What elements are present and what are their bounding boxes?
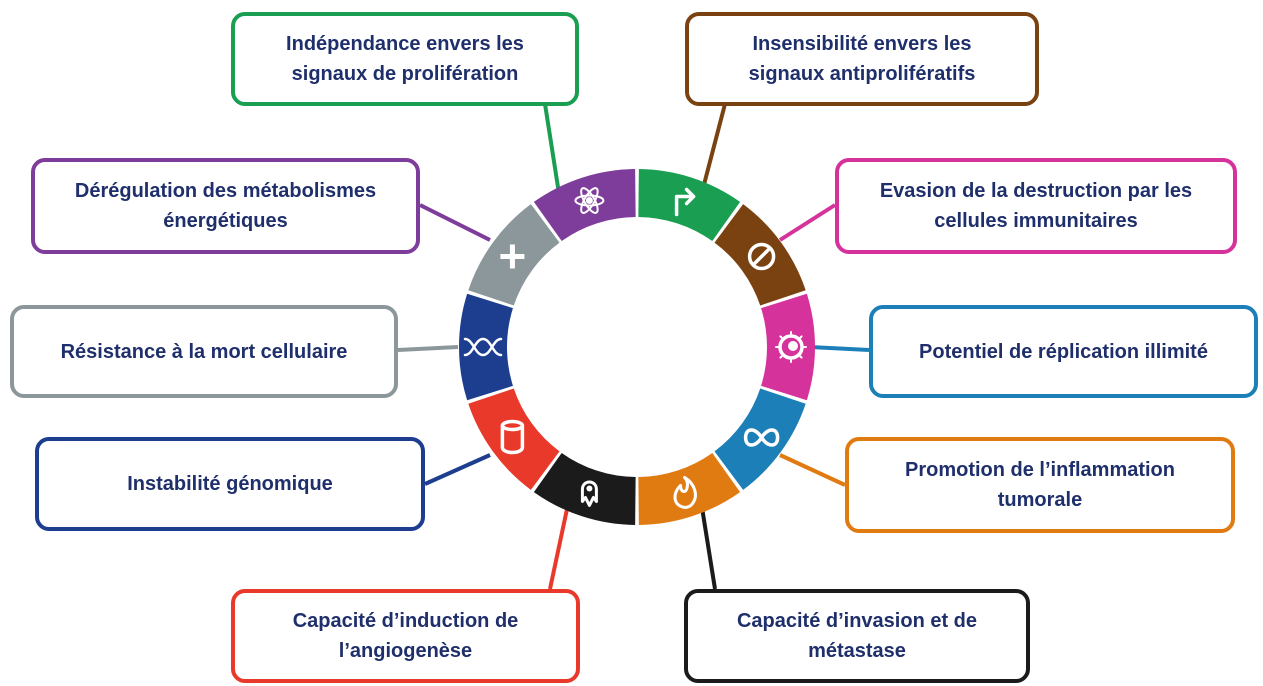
label-immune: Evasion de la destruction par les cellul… [879,180,1193,232]
connector-immune [778,203,837,242]
immune-cell-icon [775,331,807,363]
infinity-icon [743,428,780,447]
label-angiogenesis: Capacité d’induction de l’angiogenèse [292,610,519,662]
label-metabolism: Dérégulation des métabolismes énergétiqu… [74,180,377,232]
box-genome: Instabilité génomique [35,437,425,531]
label-proliferation: Indépendance envers les signaux de proli… [286,33,524,85]
ring-segment-invasion [533,452,636,525]
label-inflammation: Promotion de l’inflammation tumorale [904,459,1175,511]
box-replication: Potentiel de réplication illimité [869,305,1258,398]
connector-inflammation [779,453,846,487]
box-death: Résistance à la mort cellulaire [10,305,398,398]
label-antiproliferation: Insensibilité envers les signaux antipro… [748,33,976,85]
connector-genome [424,453,491,486]
connector-metabolism [419,203,491,242]
invasive-cell-icon [580,480,598,507]
flame-icon [673,475,697,509]
connector-death [397,345,459,352]
blood-vessel-icon [500,419,525,455]
box-proliferation: Indépendance envers les signaux de proli… [231,12,579,106]
label-genome: Instabilité génomique [127,473,333,495]
connector-replication [809,345,870,352]
connector-proliferation [543,103,562,201]
atom-icon [574,187,605,214]
box-angiogenesis: Capacité d’induction de l’angiogenèse [231,589,580,683]
box-invasion: Capacité d’invasion et de métastase [684,589,1030,683]
ring-segment-immune [761,293,816,401]
label-replication: Potentiel de réplication illimité [919,340,1208,363]
label-death: Résistance à la mort cellulaire [60,340,348,363]
ring-segment-inflammation [638,452,741,525]
dna-icon [463,337,503,357]
arrow-right-up-icon [674,187,696,217]
ring-segment-antiproliferation [714,204,806,306]
connector-angiogenesis [548,494,572,590]
cross-icon [500,244,525,269]
box-immune: Evasion de la destruction par les cellul… [835,158,1237,254]
ring-segment-genome [459,293,513,401]
box-inflammation: Promotion de l’inflammation tumorale [845,437,1235,533]
prohibited-icon [747,242,776,271]
label-invasion: Capacité d’invasion et de métastase [736,610,978,662]
box-antiproliferation: Insensibilité envers les signaux antipro… [685,12,1039,106]
ring-segment-angiogenesis [468,388,560,490]
box-metabolism: Dérégulation des métabolismes énergétiqu… [31,158,420,254]
ring-segment-proliferation [638,169,741,242]
